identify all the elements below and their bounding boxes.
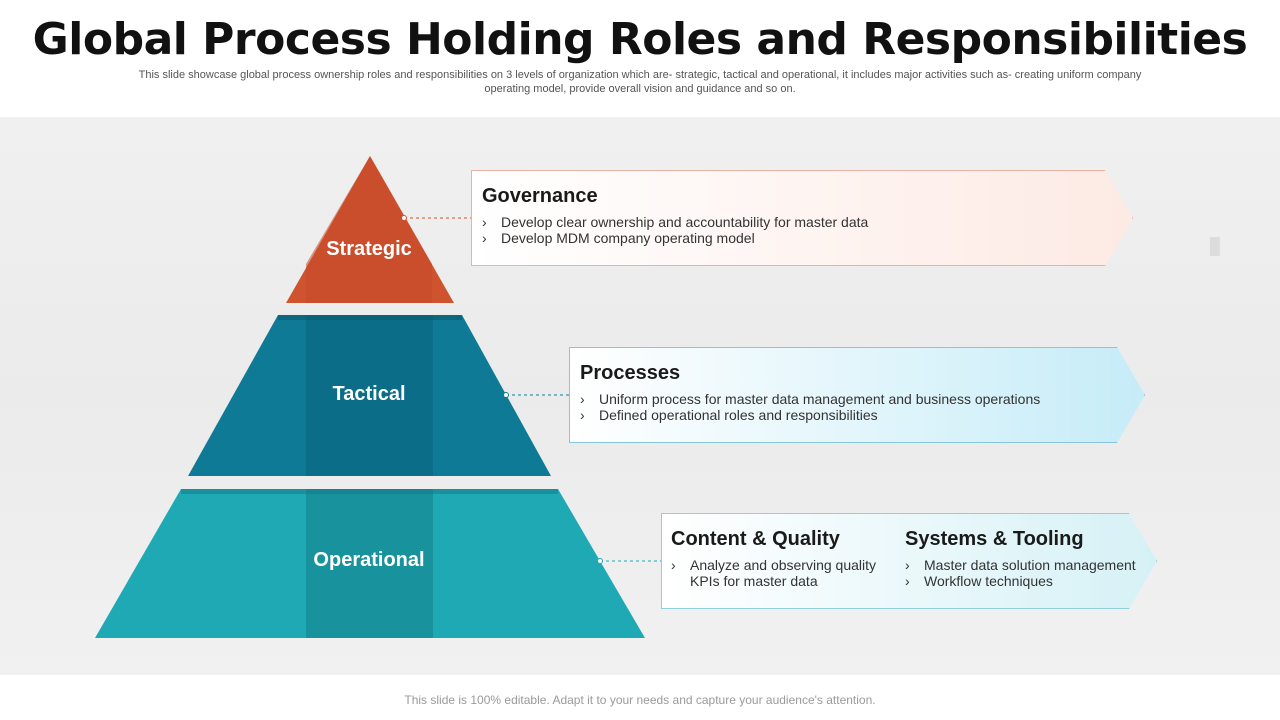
- content-quality-list: Analyze and observing quality KPIs for m…: [671, 557, 891, 589]
- list-item: Workflow techniques: [905, 573, 1145, 589]
- slide-title: Global Process Holding Roles and Respons…: [32, 14, 1248, 65]
- operational-tier-top-shadow: [181, 489, 558, 494]
- slide-subtitle: This slide showcase global process owner…: [138, 69, 1142, 95]
- processes-box: Processes Uniform process for master dat…: [569, 347, 1145, 443]
- footer-note: This slide is 100% editable. Adapt it to…: [404, 693, 876, 707]
- list-item: Analyze and observing quality KPIs for m…: [671, 557, 891, 589]
- operational-tier-shade: [306, 489, 433, 638]
- systems-tooling-list: Master data solution management Workflow…: [905, 557, 1145, 589]
- list-item: Develop MDM company operating model: [482, 230, 1122, 246]
- list-item: Develop clear ownership and accountabili…: [482, 214, 1122, 230]
- operational-connector-dot: [597, 558, 603, 564]
- systems-tooling-heading: Systems & Tooling: [905, 528, 1084, 550]
- strategic-label: Strategic: [326, 238, 412, 260]
- content-quality-column: Content & Quality Analyze and observing …: [671, 528, 891, 589]
- operational-label: Operational: [313, 549, 425, 571]
- governance-list: Develop clear ownership and accountabili…: [482, 214, 1122, 246]
- tactical-label: Tactical: [332, 383, 406, 405]
- list-item: Defined operational roles and responsibi…: [580, 407, 1134, 423]
- strategic-tier-shade: [306, 156, 432, 303]
- list-item: Master data solution management: [905, 557, 1145, 573]
- processes-list: Uniform process for master data manageme…: [580, 391, 1134, 423]
- systems-tooling-column: Systems & Tooling Master data solution m…: [905, 528, 1145, 589]
- governance-box: Governance Develop clear ownership and a…: [471, 170, 1133, 266]
- list-item: Uniform process for master data manageme…: [580, 391, 1134, 407]
- governance-heading: Governance: [482, 185, 598, 207]
- tactical-connector-dot: [503, 392, 509, 398]
- operational-box: Content & Quality Analyze and observing …: [661, 513, 1157, 609]
- strategic-connector-dot: [401, 215, 407, 221]
- tactical-tier-shade: [306, 315, 433, 476]
- processes-heading: Processes: [580, 362, 681, 384]
- content-quality-heading: Content & Quality: [671, 528, 840, 550]
- background-decoration: █: [1210, 237, 1220, 256]
- tactical-tier-top-shadow: [278, 315, 462, 320]
